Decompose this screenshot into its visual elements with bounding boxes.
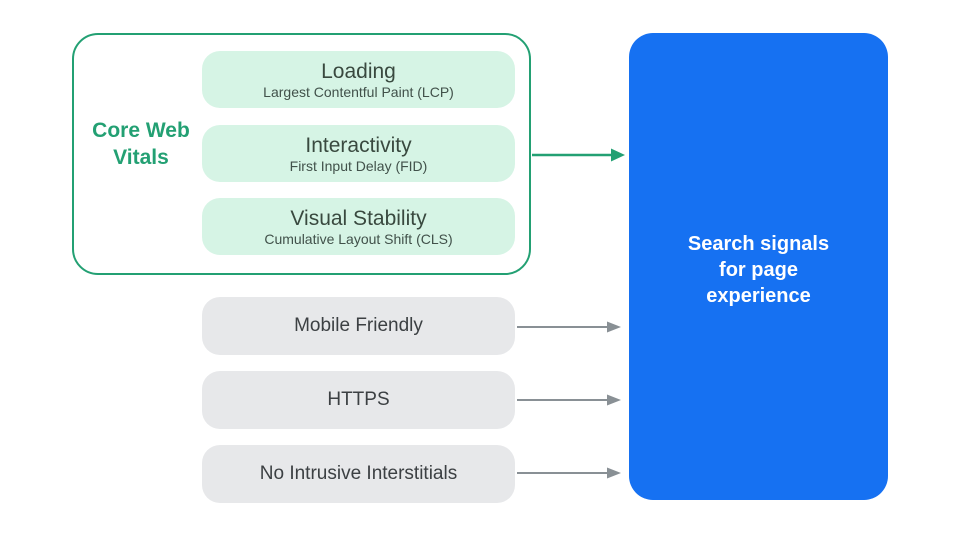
search-signals-label: Search signals for page experience: [687, 232, 830, 307]
arrow-https-icon: [517, 394, 621, 406]
arrow-core-web-vitals-icon: [532, 148, 625, 162]
search-signals-panel: Search signals for page experience: [629, 33, 888, 500]
vital-subtitle-cls: Cumulative Layout Shift (CLS): [264, 230, 453, 247]
vital-box-visual-stability: Visual Stability Cumulative Layout Shift…: [202, 198, 515, 255]
signal-box-no-intrusive-interstitials: No Intrusive Interstitials: [202, 445, 515, 503]
arrow-no-intrusive-interstitials-icon: [517, 467, 621, 479]
vital-title-loading: Loading: [321, 59, 396, 83]
vital-subtitle-fid: First Input Delay (FID): [289, 157, 428, 174]
vital-subtitle-lcp: Largest Contentful Paint (LCP): [263, 83, 454, 100]
vital-box-interactivity: Interactivity First Input Delay (FID): [202, 125, 515, 182]
vital-title-interactivity: Interactivity: [305, 133, 412, 157]
arrow-mobile-friendly-icon: [517, 321, 621, 333]
signal-box-mobile-friendly: Mobile Friendly: [202, 297, 515, 355]
core-web-vitals-label: Core Web Vitals: [92, 119, 190, 169]
signal-box-https: HTTPS: [202, 371, 515, 429]
vital-title-visual-stability: Visual Stability: [290, 206, 427, 230]
vital-box-loading: Loading Largest Contentful Paint (LCP): [202, 51, 515, 108]
